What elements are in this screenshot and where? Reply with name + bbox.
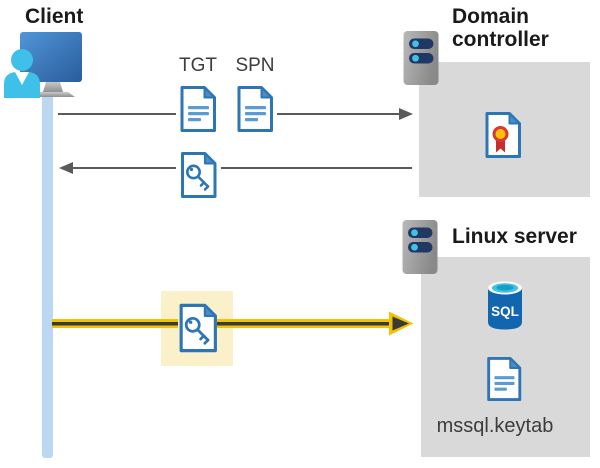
monitor-base (35, 92, 75, 97)
key-glyph (184, 316, 210, 345)
certificate-document-icon (485, 112, 521, 158)
key-ticket-document-icon (179, 303, 217, 353)
key-ticket-document-icon (181, 152, 217, 198)
keytab-caption: mssql.keytab (436, 415, 554, 437)
monitor-icon (20, 32, 82, 82)
domain-controller-label: Domain controller (452, 5, 549, 51)
arrow-request-segment (277, 113, 399, 115)
kerberos-arrow-segment (217, 319, 390, 328)
keytab-document-icon (487, 356, 522, 402)
arrow-response-segment (221, 167, 412, 169)
monitor-stand (43, 82, 63, 92)
arrow-request-head-icon (399, 108, 413, 120)
key-glyph (186, 164, 210, 191)
arrow-response-segment (73, 167, 176, 169)
person-icon (4, 49, 40, 98)
sql-database-icon: SQL (488, 281, 522, 330)
certificate-rosette-glyph (492, 126, 509, 153)
tgt-label: TGT (179, 55, 217, 76)
client-label: Client (25, 5, 84, 28)
kerberos-arrow-segment (52, 319, 178, 328)
spn-label: SPN (235, 55, 275, 76)
domain-controller-server-icon (403, 31, 439, 85)
sql-badge-label: SQL (491, 304, 519, 319)
linux-server-label: Linux server (452, 225, 577, 248)
linux-server-icon (402, 220, 438, 274)
client-timeline-bar (42, 90, 53, 458)
arrow-response-head-icon (59, 162, 73, 174)
kerberos-arrow-head-icon (389, 311, 414, 336)
client-computer-icon (4, 32, 82, 98)
arrow-request-segment (58, 113, 176, 115)
spn-document-icon (237, 86, 273, 132)
tgt-document-icon (180, 86, 216, 132)
